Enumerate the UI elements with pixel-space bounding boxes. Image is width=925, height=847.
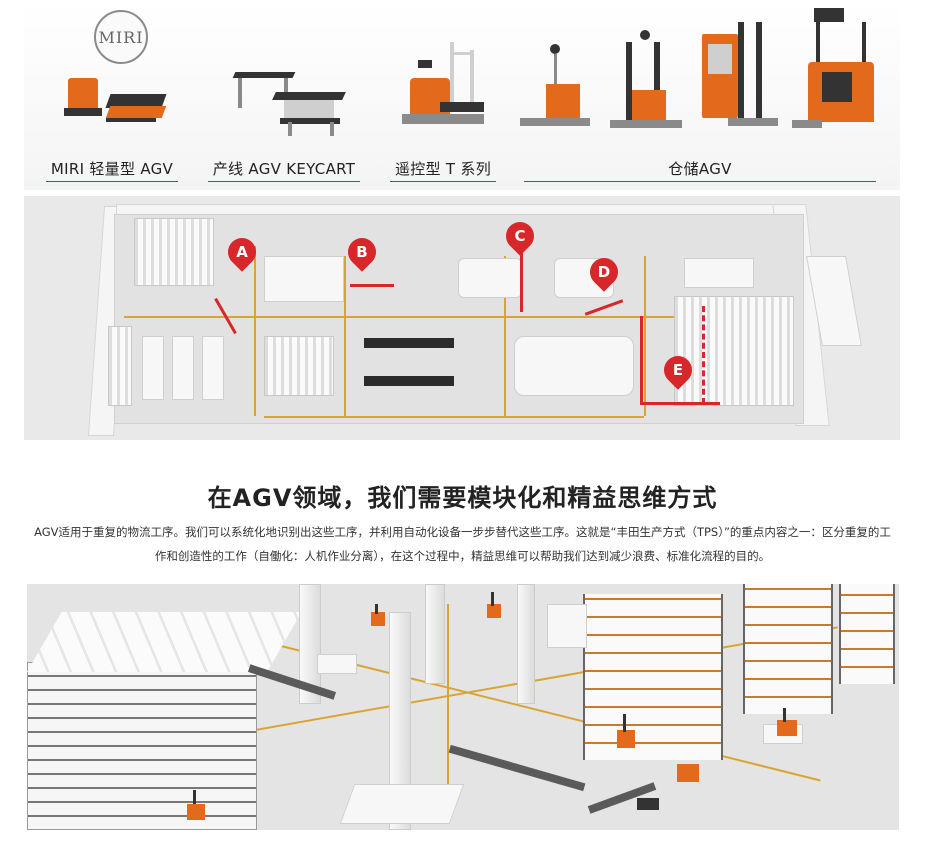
warehouse-illustration <box>27 584 899 830</box>
map-conveyor <box>514 336 634 396</box>
marker-label: A <box>236 243 248 261</box>
product-keycart[interactable]: 产线 AGV KEYCART <box>204 0 364 190</box>
scene-lane <box>447 604 449 824</box>
warehouse-agv-image-3 <box>698 22 778 134</box>
scene-pillar <box>299 584 321 704</box>
scene-agv-forklift <box>487 592 501 622</box>
product-strip: MIRI MIRI 轻量型 AGV 产线 AGV KEYCART <box>24 0 900 190</box>
warehouse-agv-image-4 <box>792 8 880 134</box>
section-description: AGV适用于重复的物流工序。我们可以系统化地识别出这些工序，并利用自动化设备一步… <box>34 525 891 563</box>
product-warehouse-agv[interactable]: 仓储AGV <box>520 0 880 190</box>
scene-high-rack <box>743 584 833 714</box>
product-label-t-series: 遥控型 T 系列 <box>394 160 492 178</box>
scene-pallet <box>547 604 587 648</box>
scene-block-storage <box>27 662 257 830</box>
map-shelf <box>142 336 164 400</box>
warehouse-agv-image-2 <box>606 30 686 134</box>
map-shelf <box>172 336 194 400</box>
marker-label: B <box>356 243 368 261</box>
map-bench <box>364 376 454 386</box>
map-lane <box>504 256 506 416</box>
map-shelf <box>202 336 224 400</box>
map-lane <box>644 256 646 416</box>
product-underline <box>390 181 496 182</box>
section-headline: 在AGV领域，我们需要模块化和精益思维方式 <box>207 484 718 512</box>
warehouse-map: A B C D E <box>24 196 900 440</box>
map-lane <box>124 316 764 318</box>
route-e <box>640 316 643 404</box>
map-rack <box>674 296 794 406</box>
map-marker-d[interactable]: D <box>584 252 624 298</box>
scene-pillar <box>425 584 445 684</box>
scene-high-rack <box>839 584 895 684</box>
scene-pillar <box>517 584 535 704</box>
product-underline <box>46 181 178 182</box>
product-label-keycart: 产线 AGV KEYCART <box>212 160 356 178</box>
marker-label: E <box>672 361 684 379</box>
map-marker-b[interactable]: B <box>342 232 382 278</box>
route-c <box>520 252 523 312</box>
miri-agv-image <box>64 72 174 132</box>
map-rack <box>264 336 334 396</box>
route-b <box>350 284 394 287</box>
scene-high-rack <box>583 594 723 760</box>
scene-pallet <box>317 654 357 674</box>
product-miri[interactable]: MIRI MIRI 轻量型 AGV <box>42 0 182 190</box>
product-label-miri: MIRI 轻量型 AGV <box>50 160 174 178</box>
scene-agv-forklift <box>371 604 385 628</box>
product-t-series[interactable]: 遥控型 T 系列 <box>386 0 500 190</box>
scene-pallet <box>339 784 465 824</box>
map-rack <box>108 326 132 406</box>
map-marker-e[interactable]: E <box>658 350 698 396</box>
keycart-agv-image <box>224 62 354 137</box>
map-lane <box>254 246 256 416</box>
miri-logo: MIRI <box>94 10 148 64</box>
warehouse-agv-image-1 <box>520 44 600 136</box>
map-shelf <box>264 256 344 302</box>
scene-agv-forklift <box>677 754 699 784</box>
scene-block-storage-top <box>27 612 302 672</box>
scene-agv-forklift <box>187 790 205 822</box>
product-label-warehouse-agv: 仓储AGV <box>668 160 732 178</box>
map-lane <box>344 256 346 416</box>
map-shelf <box>684 258 754 288</box>
route-e-dashed <box>702 306 705 404</box>
scene-agv-forklift <box>637 792 659 812</box>
product-underline <box>524 181 876 182</box>
map-bench <box>364 338 454 348</box>
scene-pillar <box>389 612 411 830</box>
scene-agv-forklift <box>617 714 637 750</box>
map-conveyor <box>458 258 522 298</box>
map-rack <box>134 218 214 286</box>
t-series-agv-image <box>400 42 490 134</box>
marker-label: D <box>597 263 611 281</box>
map-marker-a[interactable]: A <box>222 232 262 278</box>
scene-agv-forklift <box>777 708 797 738</box>
marker-label: C <box>514 227 526 245</box>
map-lane <box>264 416 644 418</box>
map-marker-c[interactable]: C <box>500 216 540 262</box>
route-e <box>640 402 720 405</box>
product-underline <box>208 181 360 182</box>
